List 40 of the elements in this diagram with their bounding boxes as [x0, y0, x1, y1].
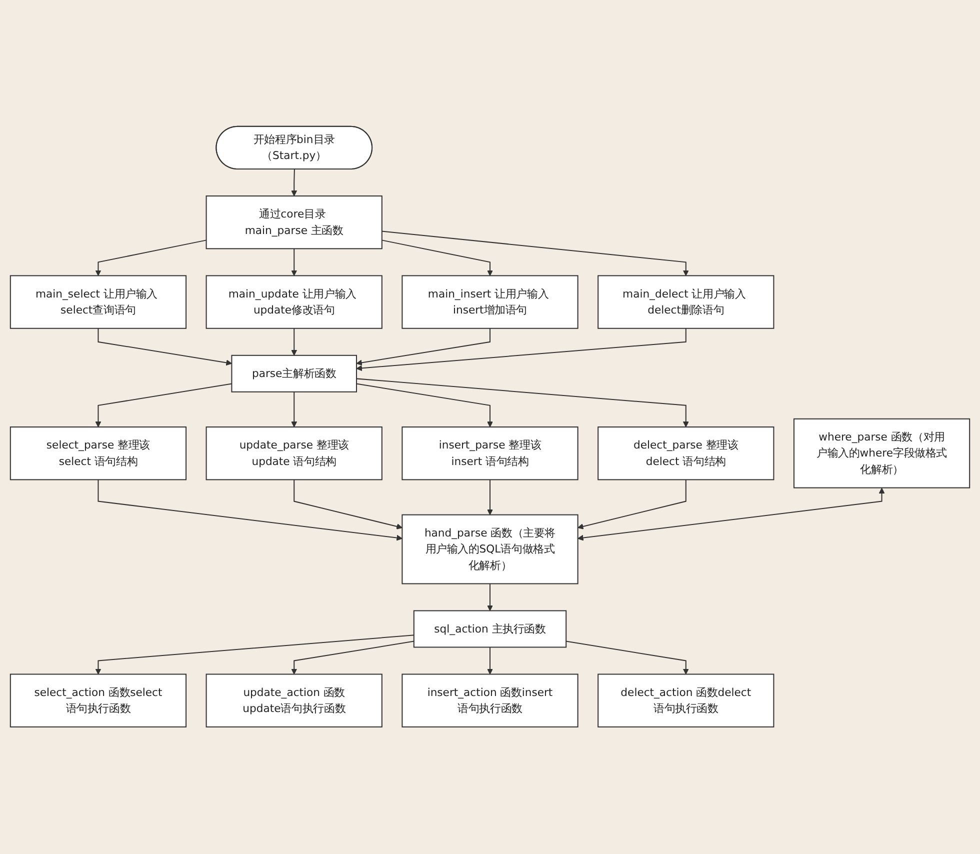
node-box: main_update 让用户输入 update修改语句	[206, 276, 382, 330]
arrow	[382, 240, 493, 276]
arrow	[291, 249, 298, 276]
node-box: select_parse 整理该select 语句结构	[10, 426, 187, 481]
arrow	[291, 392, 298, 428]
arrow	[487, 480, 493, 516]
arrow	[98, 328, 232, 366]
arrow	[98, 480, 402, 542]
arrow	[291, 328, 298, 356]
node-box: sql_action 主执行函数	[413, 610, 567, 648]
arrow	[382, 231, 689, 276]
node-box: where_parse 函数（对用户输入的where字段做格式化解析）	[793, 418, 970, 489]
arrow	[291, 170, 298, 197]
node-box: update_action 函数update语句执行函数	[206, 674, 382, 728]
node-box: main_select 让用户输入 select查询语句	[10, 276, 187, 330]
node-box: delect_parse 整理该delect 语句结构	[598, 426, 774, 481]
arrow	[95, 240, 206, 276]
node-box: select_action 函数select语句执行函数	[10, 674, 187, 728]
arrow	[578, 480, 686, 530]
arrow	[487, 584, 493, 612]
node-box: hand_parse 函数（主要将用户输入的SQL语句做格式化解析）	[402, 514, 578, 585]
arrow	[356, 378, 689, 428]
arrow	[291, 641, 414, 675]
arrow	[578, 488, 885, 542]
node-box: delect_action 函数delect语句执行函数	[598, 674, 774, 728]
node-box: main_delect 让用户输入 delect删除语句	[598, 276, 774, 330]
arrow	[566, 641, 689, 675]
node-box: main_insert 让用户输入 insert增加语句	[402, 276, 578, 330]
arrow	[95, 384, 232, 428]
node-box: 通过core目录 main_parse 主函数	[206, 196, 382, 250]
arrow	[356, 328, 686, 372]
arrow	[95, 634, 414, 675]
node-box: insert_action 函数insert语句执行函数	[402, 674, 578, 728]
arrow	[356, 384, 493, 428]
node-box: insert_parse 整理该insert 语句结构	[402, 426, 578, 481]
node-box: update_parse 整理该update 语句结构	[206, 426, 382, 481]
arrow	[487, 648, 493, 675]
arrow	[356, 328, 490, 366]
node-box: parse主解析函数	[231, 355, 357, 393]
arrow	[294, 480, 402, 530]
